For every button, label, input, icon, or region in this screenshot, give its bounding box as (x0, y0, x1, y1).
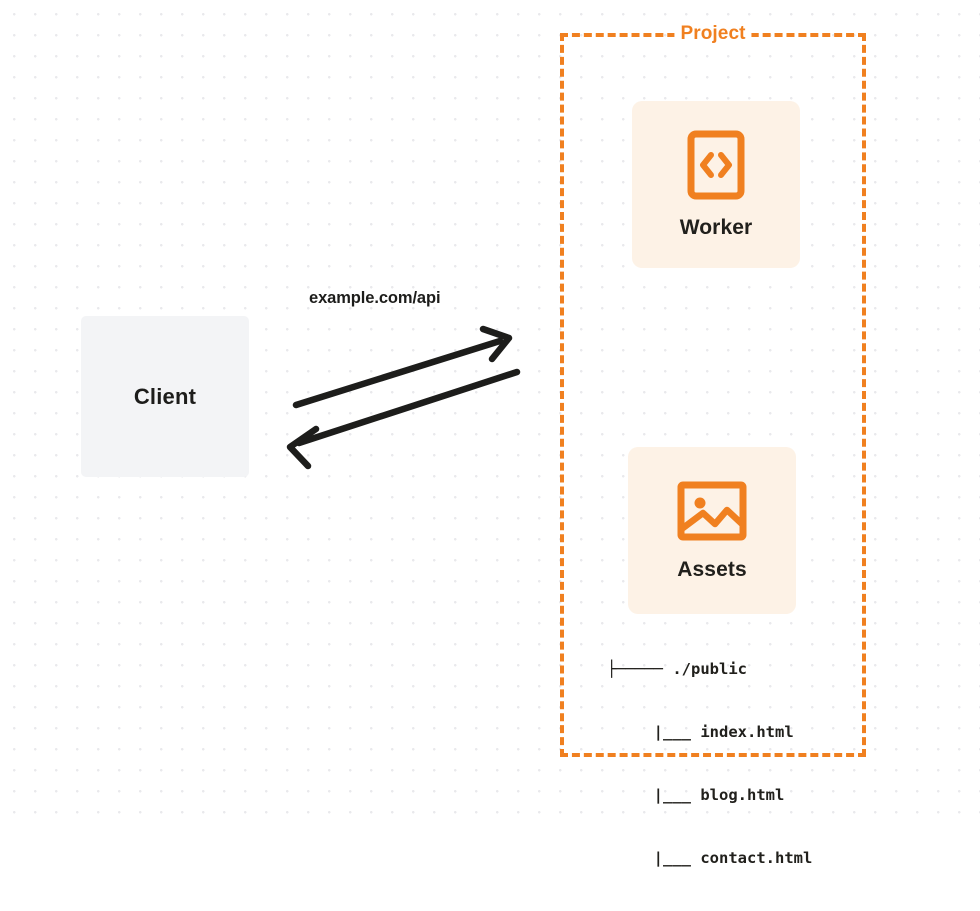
file-tree-row: ├───── ./public (607, 659, 812, 680)
file-tree-row: |___ blog.html (607, 785, 812, 806)
worker-card[interactable]: Worker (632, 101, 800, 268)
project-title: Project (674, 23, 752, 45)
file-tree-row: |___ contact.html (607, 848, 813, 869)
asset-file-tree: ├───── ./public |___ index.html |___ blo… (607, 617, 812, 911)
file-tree-prefix: ├───── (607, 660, 673, 678)
file-tree-prefix: |___ (607, 786, 701, 804)
diagram-canvas: Client example.com/api Project Worker (0, 0, 980, 867)
client-node-label: Client (133, 383, 197, 409)
project-container: Project (560, 23, 866, 757)
file-tree-row: |___ index.html (607, 722, 812, 743)
file-tree-name: contact.html (700, 849, 813, 867)
connection-label: example.com/api (309, 289, 441, 307)
response-arrow (286, 368, 521, 470)
file-tree-name: blog.html (700, 786, 785, 804)
file-tree-name: ./public (672, 660, 747, 678)
request-arrow (292, 325, 513, 409)
worker-card-label: Worker (679, 215, 753, 239)
file-tree-prefix: |___ (607, 849, 701, 867)
file-tree-name: index.html (700, 723, 794, 741)
assets-card[interactable]: Assets (628, 447, 796, 614)
image-icon (677, 480, 747, 542)
client-node[interactable]: Client (81, 316, 249, 477)
file-tree-prefix: |___ (607, 723, 701, 741)
code-brackets-icon (687, 130, 745, 200)
assets-card-label: Assets (677, 557, 747, 581)
